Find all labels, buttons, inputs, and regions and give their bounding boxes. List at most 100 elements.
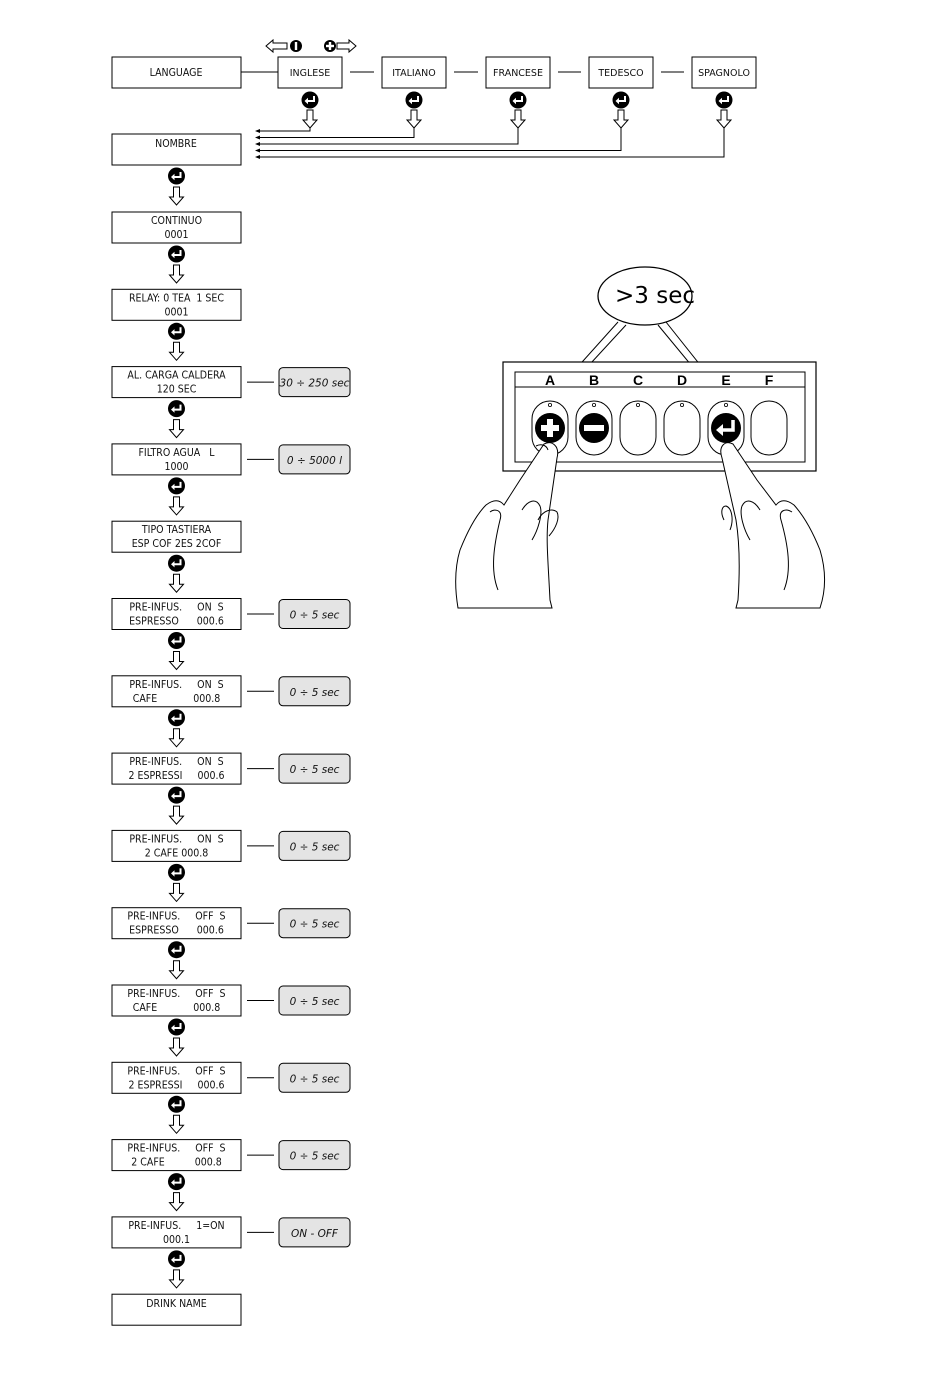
key-letter: D [677, 372, 687, 388]
down-arrow-icon [169, 1037, 184, 1057]
down-arrow-icon [169, 341, 184, 361]
enter-icon [167, 785, 186, 805]
enter-icon [167, 1094, 186, 1114]
range-box: 0 ÷ 5 sec [247, 753, 351, 784]
range-label: 0 ÷ 5 sec [290, 841, 340, 853]
enter-icon [167, 476, 186, 496]
enter-icon [611, 90, 631, 110]
enter-icon [167, 399, 186, 419]
key-f[interactable]: F [750, 372, 788, 456]
enter-icon [167, 1172, 186, 1192]
enter-icon [167, 708, 186, 728]
return-line [259, 128, 725, 158]
return-line [259, 128, 622, 151]
scroll-legend [265, 38, 357, 54]
name-box: NOMBRE [111, 133, 242, 166]
name-label: NOMBRE [155, 138, 197, 150]
return-line [259, 128, 519, 145]
step-box: TIPO TASTIERA ESP COF 2ES 2COF [111, 520, 242, 553]
down-arrow-icon [169, 496, 184, 516]
range-label: 0 ÷ 5 sec [290, 687, 340, 699]
language-option-label: TEDESCO [597, 68, 643, 79]
language-option-label: ITALIANO [392, 68, 436, 79]
key-b[interactable]: B [575, 372, 613, 456]
return-arrowhead [255, 142, 260, 146]
range-box: 0 ÷ 5 sec [247, 676, 351, 707]
return-arrowhead [255, 129, 260, 133]
down-arrow-icon [169, 1269, 184, 1289]
step-line1: PRE-INFUS. ON S [129, 833, 223, 845]
step-line1: AL. CARGA CALDERA [127, 370, 226, 382]
down-arrow-icon [510, 109, 526, 129]
step-line2: ESP COF 2ES 2COF [132, 538, 222, 550]
down-arrow-icon [169, 651, 184, 670]
step-line1: PRE-INFUS. ON S [129, 679, 223, 691]
range-label: 0 ÷ 5000 l [287, 455, 342, 467]
language-options: INGLESE ITALIANO FRANCESE TEDESCO SPAGNOLO [241, 56, 757, 129]
enter-icon [167, 1249, 186, 1269]
range-box: 0 ÷ 5 sec [247, 985, 351, 1016]
language-option-spagnolo: SPAGNOLO [691, 56, 757, 129]
range-label: 0 ÷ 5 sec [290, 919, 340, 931]
right-hand [720, 442, 825, 609]
range-box: 0 ÷ 5 sec [247, 1062, 351, 1093]
enter-icon [167, 631, 186, 650]
step-line2: 2 CAFE 000.8 [145, 847, 209, 859]
key-c[interactable]: C [619, 372, 657, 456]
down-arrow-icon [169, 960, 184, 980]
left-hand [455, 442, 559, 609]
return-lines [255, 128, 725, 159]
step-line1: PRE-INFUS. 1=ON [128, 1220, 224, 1232]
key-e[interactable]: E [707, 372, 745, 456]
step-line1: CONTINUO [151, 215, 202, 227]
return-line [259, 128, 415, 138]
range-label: 0 ÷ 5 sec [290, 764, 340, 776]
down-arrow-icon [613, 109, 629, 129]
return-arrowhead [255, 148, 260, 153]
step-line1: PRE-INFUS. OFF S [127, 988, 225, 1000]
key-d[interactable]: D [663, 372, 701, 456]
down-arrow-icon [169, 573, 184, 593]
down-arrow-icon [169, 264, 184, 284]
enter-icon [167, 940, 186, 960]
language-box: LANGUAGE [111, 56, 242, 89]
minus-icon [290, 40, 302, 52]
keypad-panel: A B C D E F [502, 361, 817, 472]
language-option-inglese: INGLESE [277, 56, 343, 129]
step-box: PRE-INFUS. ON S 2 CAFE 000.8 0 ÷ 5 sec [111, 829, 351, 862]
key-letter: F [765, 372, 774, 388]
keypad-illustration: >3 sec A B C D E F [455, 266, 825, 609]
step-line1: TIPO TASTIERA [141, 524, 212, 536]
down-arrow-icon [169, 728, 184, 748]
key-letter: B [589, 372, 599, 388]
step-line1: PRE-INFUS. ON S [129, 602, 223, 614]
step-line2: ESPRESSO 000.6 [129, 616, 224, 628]
range-label: 0 ÷ 5 sec [290, 1151, 340, 1163]
minus-icon [579, 413, 609, 443]
right-arrow-icon [336, 38, 357, 54]
language-option-label: FRANCESE [493, 68, 543, 79]
enter-icon [711, 413, 741, 443]
step-line1: PRE-INFUS. OFF S [127, 1143, 225, 1155]
range-box: 0 ÷ 5 sec [247, 908, 351, 939]
enter-icon [714, 90, 734, 110]
range-box: 30 ÷ 250 sec [247, 367, 351, 398]
bubble-text: >3 sec [615, 283, 695, 309]
down-arrow-icon [302, 109, 318, 129]
language-option-italiano: ITALIANO [381, 56, 447, 129]
step-line2: CAFE 000.8 [133, 1002, 221, 1014]
down-arrow-icon [169, 1114, 184, 1134]
plus-icon [324, 40, 336, 52]
key-letter: A [545, 372, 555, 388]
step-line1: DRINK NAME [146, 1298, 207, 1310]
down-arrow-icon [169, 1192, 184, 1212]
